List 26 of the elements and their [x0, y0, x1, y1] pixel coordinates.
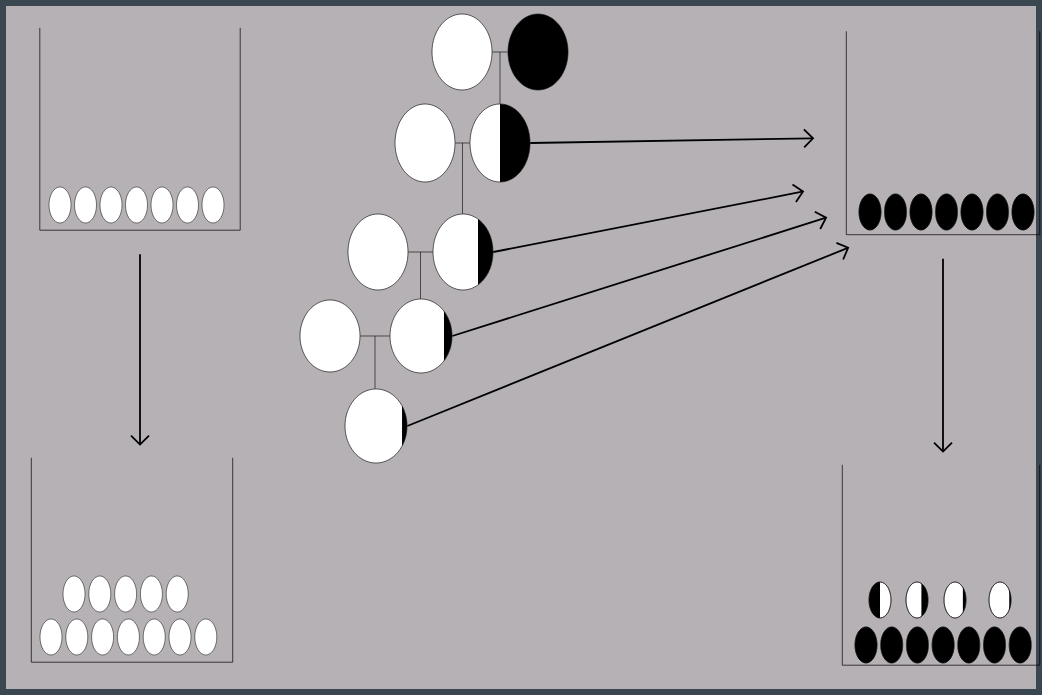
mating-line: [408, 251, 433, 253]
arrow: [529, 128, 815, 149]
arrow: [492, 183, 805, 253]
individual-circle: [344, 388, 408, 464]
individual-circle: [432, 213, 494, 291]
mating-line: [492, 51, 508, 53]
arrow: [933, 257, 953, 453]
mating-line: [455, 142, 470, 144]
descent-line: [462, 142, 463, 214]
individual-circle: [299, 299, 361, 373]
beaker-drawing: [841, 464, 1041, 666]
beaker-drawing: [30, 457, 234, 663]
individual-circle: [394, 103, 456, 183]
descent-line: [420, 251, 421, 299]
descent-line: [499, 51, 501, 104]
individual-circle: [469, 103, 531, 183]
beaker-drawing: [39, 27, 241, 231]
mating-line: [360, 335, 390, 337]
descent-line: [374, 335, 376, 389]
individual-circle: [347, 213, 409, 291]
individual-circle: [389, 298, 453, 374]
arrow: [406, 241, 850, 427]
arrow: [130, 253, 150, 446]
individual-circle: [431, 13, 493, 91]
arrow: [451, 210, 828, 337]
beaker-drawing: [845, 30, 1041, 236]
